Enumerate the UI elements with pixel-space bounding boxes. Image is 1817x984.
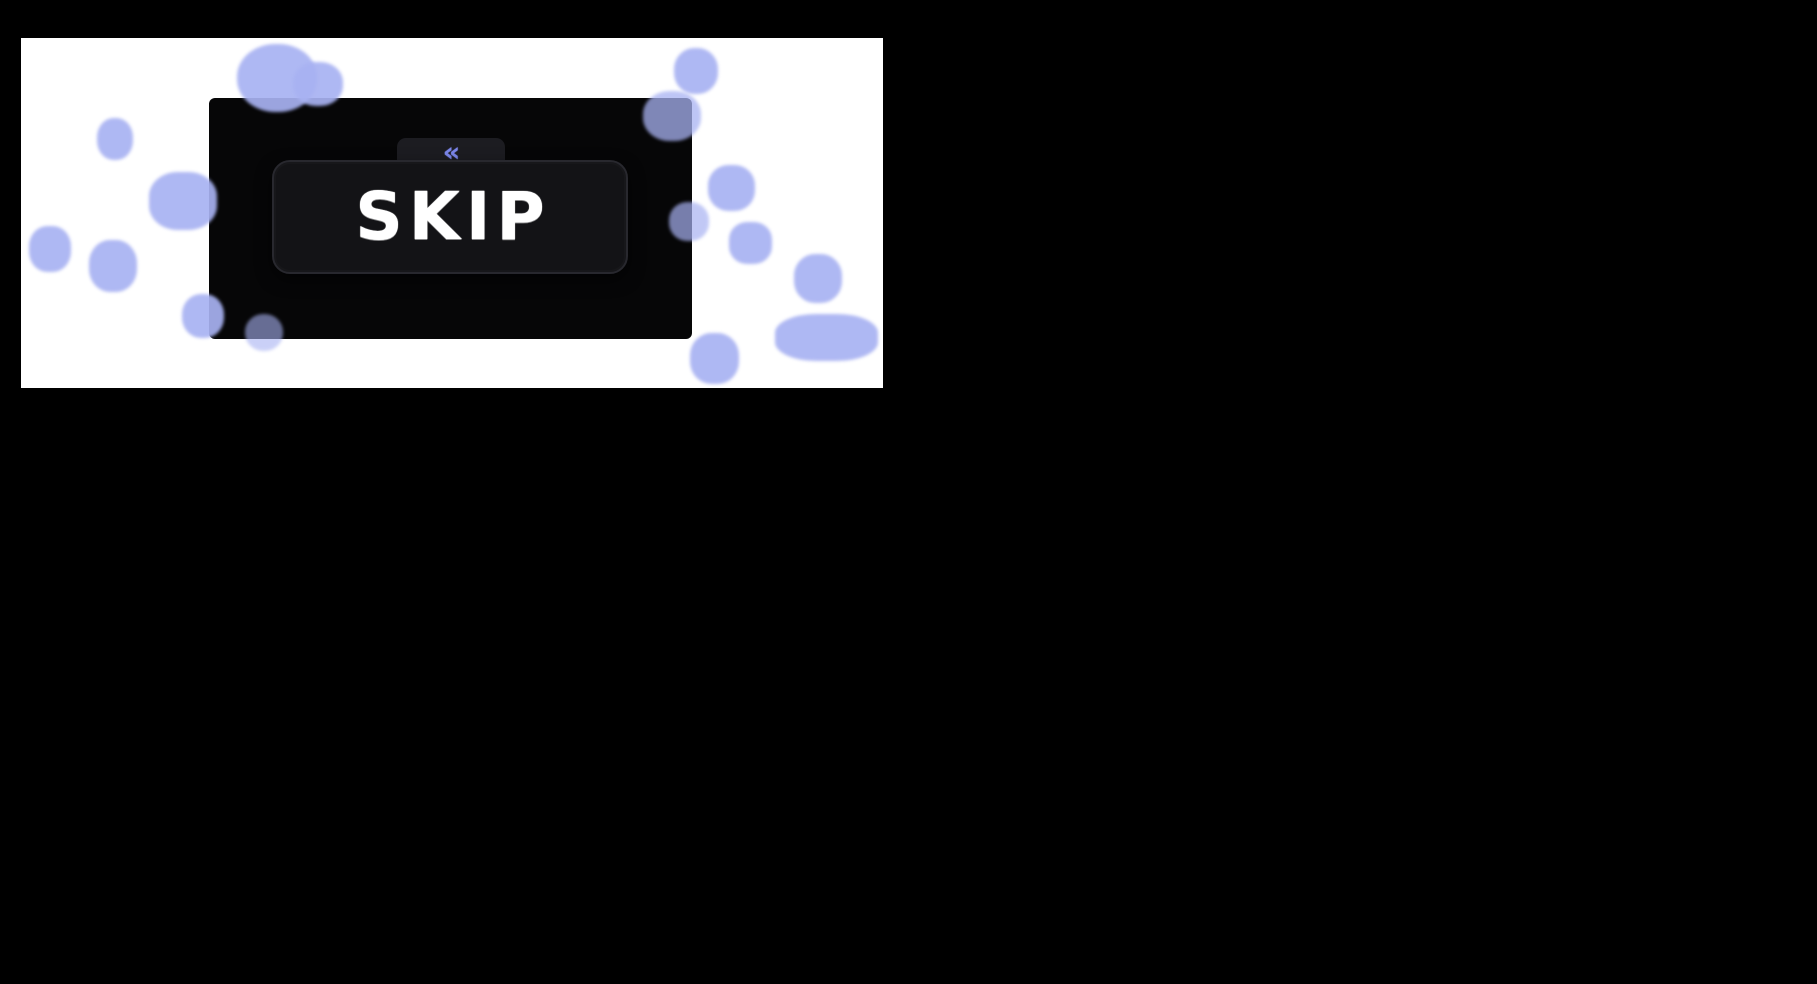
brush-stroke: [729, 222, 772, 264]
brush-stroke: [775, 314, 878, 361]
brush-stroke: [89, 240, 137, 292]
skip-button[interactable]: SKIP: [272, 160, 628, 274]
skip-button-label: SKIP: [355, 178, 551, 255]
skip-panel: « SKIP: [209, 98, 692, 339]
brush-stroke: [708, 165, 755, 211]
brush-stroke: [794, 254, 842, 303]
brush-stroke: [674, 48, 718, 94]
brush-stroke: [690, 333, 739, 384]
brush-stroke: [149, 172, 217, 230]
brush-stroke: [97, 118, 133, 160]
brush-stroke: [29, 226, 71, 272]
drawing-canvas[interactable]: « SKIP: [21, 38, 883, 388]
